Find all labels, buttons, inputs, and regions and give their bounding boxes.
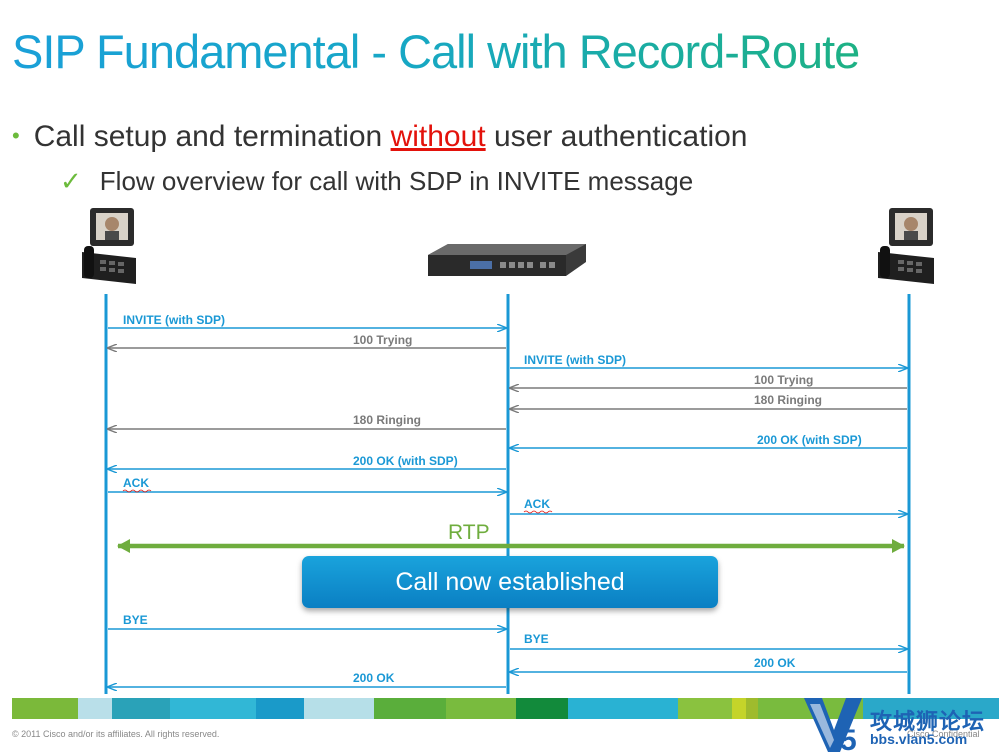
msg-label: 100 Trying: [353, 333, 412, 347]
watermark-logo: 5 攻城狮论坛 bbs.vlan5.com: [800, 690, 999, 754]
v5-logo-icon: 5: [804, 698, 862, 754]
slide-title: SIP Fundamental - Call with Record-Route: [12, 22, 860, 82]
msg-label: 200 OK (with SDP): [757, 433, 862, 447]
bullet-flow-overview: ✓ Flow overview for call with SDP in INVI…: [60, 164, 693, 198]
left-phone-icon: [82, 208, 136, 284]
msg-label: 200 OK: [754, 656, 796, 670]
msg-label: BYE: [524, 632, 549, 646]
msg-label: 200 OK: [353, 671, 395, 685]
msg-label: BYE: [123, 613, 148, 627]
msg-label: 200 OK (with SDP): [353, 454, 458, 468]
watermark-chinese-text: 攻城狮论坛: [870, 709, 986, 734]
call-established-banner: Call now established: [302, 556, 718, 608]
spellcheck-underline: [523, 510, 553, 514]
checkmark-icon: ✓: [60, 166, 82, 196]
msg-label: 180 Ringing: [353, 413, 421, 427]
right-phone-icon: [878, 208, 934, 284]
bullet-dot-icon: •: [12, 123, 20, 148]
msg-label: INVITE (with SDP): [524, 353, 626, 367]
bullet1-text-post: user authentication: [485, 120, 748, 153]
msg-label: ACK: [524, 497, 550, 511]
bullet1-text-pre: Call setup and termination: [33, 120, 391, 153]
watermark-url: bbs.vlan5.com: [870, 731, 968, 747]
svg-text:5: 5: [840, 724, 857, 754]
bullet2-text: Flow overview for call with SDP in INVIT…: [99, 166, 694, 196]
spellcheck-underline: [122, 489, 152, 493]
msg-label: 180 Ringing: [754, 393, 822, 407]
msg-label: 100 Trying: [754, 373, 813, 387]
footer-color-stripe: [12, 698, 999, 719]
msg-label: ACK: [123, 476, 149, 490]
bullet1-emphasis: without: [390, 120, 486, 153]
rtp-label: RTP: [448, 521, 490, 544]
sip-proxy-server-icon: [428, 244, 586, 276]
msg-label: INVITE (with SDP): [123, 313, 225, 327]
bullet-call-setup: • Call setup and termination without user…: [12, 116, 747, 157]
confidential-label: Cisco Confidential: [907, 729, 980, 739]
copyright-footer: © 2011 Cisco and/or its affiliates. All …: [12, 729, 220, 739]
